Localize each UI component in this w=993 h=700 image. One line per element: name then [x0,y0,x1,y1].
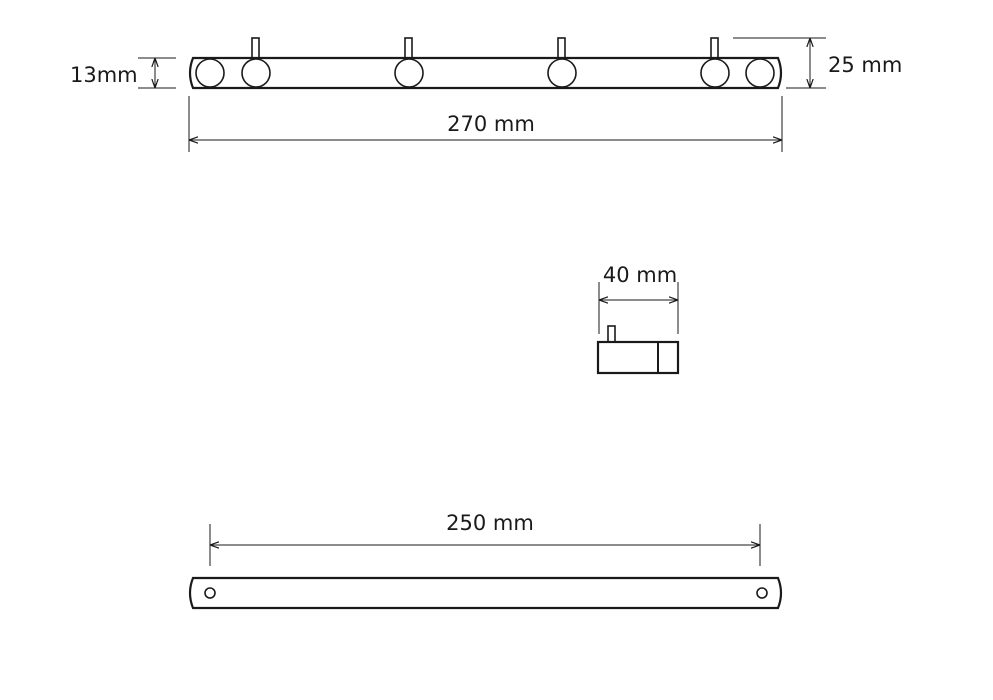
hook-pins [251,37,719,61]
mounting-hole [756,587,768,599]
front-view: 13mm 25 mm 270 mm [70,37,902,152]
hook-knob [241,58,271,88]
dimension-25mm: 25 mm [733,37,902,89]
rail-body [188,56,783,90]
end-cap [195,58,225,88]
back-view: 250 mm [188,511,783,610]
hook-knob [547,58,577,88]
hook-knobs [195,58,775,88]
side-body [596,340,680,375]
dimension-label-25mm: 25 mm [828,53,902,77]
hook-pin [404,37,413,61]
hook-knob [394,58,424,88]
end-cap [745,58,775,88]
dimension-label-270mm: 270 mm [447,112,535,136]
side-hook-pin [607,325,616,343]
dimension-40mm: 40 mm [598,263,679,334]
hook-pin [710,37,719,61]
hook-pin [557,37,566,61]
dimension-label-13mm: 13mm [70,63,138,87]
dimension-270mm: 270 mm [188,96,783,152]
dimension-13mm: 13mm [70,57,176,89]
mounting-plate [188,576,783,610]
dimension-label-250mm: 250 mm [446,511,534,535]
dimension-label-40mm: 40 mm [603,263,677,287]
mounting-hole [204,587,216,599]
dimension-250mm: 250 mm [209,511,761,566]
hook-pin [251,37,260,61]
side-view: 40 mm [596,263,680,375]
hook-knob [700,58,730,88]
